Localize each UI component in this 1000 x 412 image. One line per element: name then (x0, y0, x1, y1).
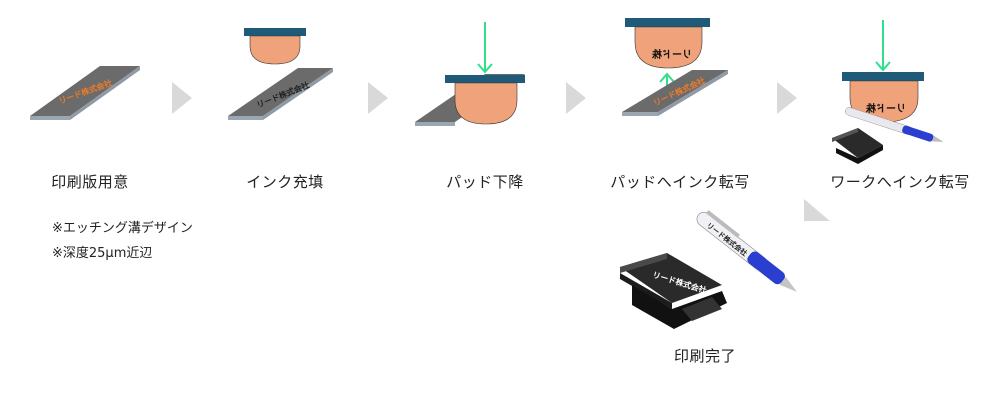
step1-plate-illustration: リード株式会社 (30, 66, 140, 120)
step4-pad-transfer-illustration: リード株 リード株式会社 (622, 18, 728, 116)
step-label-pad-descend: パッド下降 (446, 173, 524, 191)
note-depth: ※深度25μm近辺 (52, 246, 153, 261)
stapler-icon: リード株式会社 (620, 253, 727, 329)
chevron-right-icon (172, 82, 192, 114)
step3-pad-descend-illustration (415, 22, 525, 126)
pad-holder-bar (842, 72, 924, 81)
step-label-plate-prep: 印刷版用意 (51, 173, 129, 191)
pad-mirrored-text: リード株 (865, 102, 906, 115)
step-label-work-transfer: ワークへインク転写 (830, 173, 970, 191)
pen-icon (845, 107, 944, 142)
printing-plate (228, 68, 333, 116)
silicone-pad (454, 82, 518, 125)
result-products-illustration: リード株式会社 リード株式会社 (620, 210, 797, 329)
result-label-print-complete: 印刷完了 (673, 347, 736, 365)
silicone-pad (249, 35, 301, 65)
stapler-icon (832, 128, 883, 164)
note-etching-design: ※エッチング溝デザイン (52, 221, 193, 236)
pad-mirrored-text: リード株 (651, 48, 692, 61)
pad-holder-bar (625, 18, 710, 27)
printing-plate (622, 70, 728, 112)
step-label-ink-fill: インク充填 (246, 173, 324, 191)
chevron-right-icon (566, 82, 586, 114)
step-label-pad-transfer: パッドへインク転写 (610, 173, 750, 191)
silicone-pad (634, 26, 703, 69)
pad-holder-bar (244, 28, 306, 36)
chevron-right-icon (368, 82, 388, 114)
step5-work-transfer-illustration: リード株 (832, 20, 944, 164)
printing-plate (30, 66, 140, 116)
step2-ink-fill-illustration: リード株式会社 (228, 28, 333, 120)
chevron-down-left-icon (804, 199, 830, 221)
pad-holder-bar (445, 75, 525, 83)
chevron-right-icon (777, 82, 797, 114)
